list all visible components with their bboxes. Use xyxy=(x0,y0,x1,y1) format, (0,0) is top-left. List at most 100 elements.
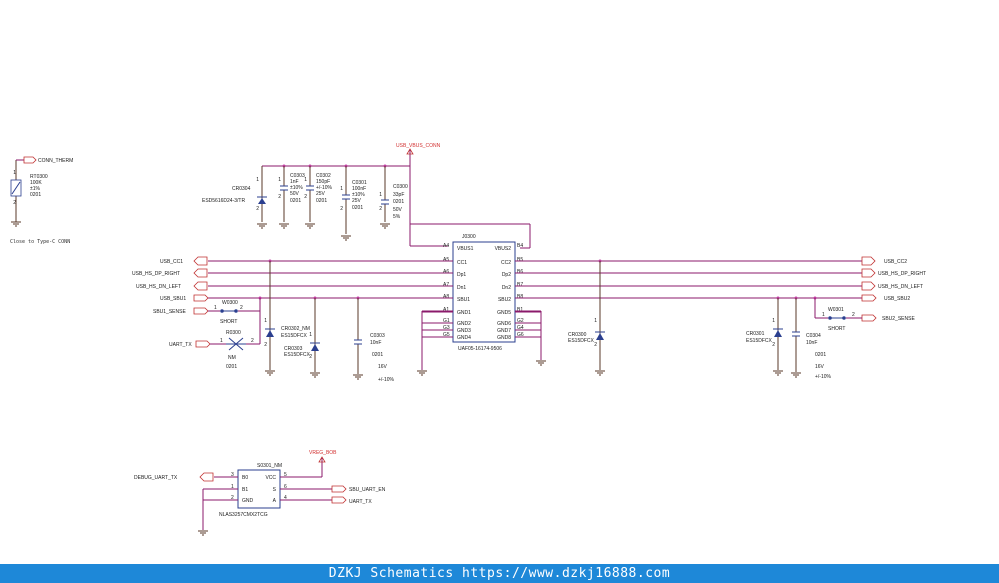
ground-symbol xyxy=(773,370,783,376)
pin-name: GND1 xyxy=(457,310,471,316)
net-flag-usb-hs-dn: USB_HS_DN_LEFT xyxy=(136,281,208,291)
net-label: SBU1_SENSE xyxy=(153,309,186,315)
net-flag-usb-cc1: USB_CC1 xyxy=(160,256,208,266)
cap-pkg: 0201 xyxy=(815,352,826,358)
pin-number: A5 xyxy=(443,257,449,263)
cap-ref: C0303 xyxy=(290,173,305,179)
pin-name: A xyxy=(273,498,277,504)
cap-pkg: 0201 xyxy=(316,198,327,204)
pin-name: GND4 xyxy=(457,335,471,341)
cap-c0302-top: C0302 150pF +/-10% 25V 0201 xyxy=(305,166,333,229)
pin-name: SBU1 xyxy=(457,297,470,303)
pin-number: 2 xyxy=(304,194,307,200)
w0300-ref: W0300 xyxy=(222,300,238,306)
pin-number: 2 xyxy=(264,342,267,348)
ground-symbol xyxy=(265,370,275,376)
cap-ref: C0304 xyxy=(806,333,821,339)
ground-symbol xyxy=(198,530,208,536)
cap-pkg: 0201 xyxy=(352,205,363,211)
pin-number: 3 xyxy=(231,472,234,478)
cap-tol: +/-10% xyxy=(815,374,832,380)
cap-voltage: 50V xyxy=(393,207,403,213)
net-flag-usb-hs-dn-right: USB_HS_DN_LEFT xyxy=(861,281,923,291)
cap-value: 100nF xyxy=(352,186,366,192)
net-label: USB_HS_DP_RIGHT xyxy=(878,271,926,277)
cap-voltage: 25V xyxy=(316,191,326,197)
pin-name: GND2 xyxy=(457,321,471,327)
net-flag-usb-cc2: USB_CC2 xyxy=(861,256,907,266)
ground-symbol xyxy=(791,372,801,378)
conn-therm-label: CONN_THERM xyxy=(38,158,73,164)
cap-tol: +/-10% xyxy=(316,185,333,191)
rt0300-value: 100K xyxy=(30,180,42,186)
cap-value: 33pF xyxy=(393,192,404,198)
net-flag-sbu-uart-en xyxy=(331,485,347,493)
pin-number: 6 xyxy=(284,484,287,490)
pin-number: G1 xyxy=(443,318,450,324)
rt0300-tol: ±1% xyxy=(30,186,41,192)
pin-number: G3 xyxy=(443,325,450,331)
pin-number: 2 xyxy=(379,206,382,212)
cap-ref: C0301 xyxy=(352,180,367,186)
pin-name: S xyxy=(273,487,277,493)
net-label: USB_CC2 xyxy=(884,259,907,265)
cap-value: 10nF xyxy=(806,340,817,346)
j0300-part: UAF05-16174-9506 xyxy=(458,346,502,352)
vbus-net: USB_VBUS_CONN xyxy=(262,143,531,249)
diode-cr0301: CR0301 ES15DFCX xyxy=(746,298,783,376)
pin-number: 2 xyxy=(309,354,312,360)
pin-number: A8 xyxy=(443,294,449,300)
cap-voltage: 50V xyxy=(290,191,300,197)
pin-number: B5 xyxy=(517,257,523,263)
schematic-canvas: CONN_THERM RT0300 100K ±1% 0201 Close to… xyxy=(10,143,926,536)
right-net-flags: USB_CC2 USB_HS_DP_RIGHT USB_HS_DN_LEFT U… xyxy=(861,256,926,322)
ground-symbol xyxy=(305,223,315,229)
pin-name: VBUS2 xyxy=(495,246,512,252)
net-label: USB_SBU2 xyxy=(884,296,910,302)
pin-name: Dp2 xyxy=(502,272,511,278)
pin-number: B6 xyxy=(517,269,523,275)
pin-number: B4 xyxy=(517,243,523,249)
pin-number: A6 xyxy=(443,269,449,275)
pin-name: B1 xyxy=(242,487,248,493)
pin-number: 2 xyxy=(594,342,597,348)
pin-number: G4 xyxy=(517,325,524,331)
net-flag-usb-sbu2: USB_SBU2 xyxy=(861,294,910,302)
pin-number: 2 xyxy=(231,495,234,501)
pin-number: A4 xyxy=(443,243,449,249)
cap-c0303-sbu: C0303 10nF 0201 16V +/-10% xyxy=(353,298,395,383)
pin-number: 2 xyxy=(772,342,775,348)
tvs-diode-icon xyxy=(596,333,604,340)
cap-ref: C0300 xyxy=(393,184,408,190)
cr0302-ref: CR0302_NM xyxy=(281,326,310,332)
j0300-right-pins: B4VBUS2B5CC2B6Dp2B7Dn2B8SBU2B1GND5G2GND6… xyxy=(495,243,541,341)
cap-pkg: 0201 xyxy=(290,198,301,204)
right-net-lines xyxy=(515,259,862,300)
pin-name: GND8 xyxy=(497,335,511,341)
net-label: USB_HS_DP_RIGHT xyxy=(132,271,180,277)
cr0301-ref: CR0301 xyxy=(746,331,765,337)
cap-tol: 5% xyxy=(393,214,401,220)
short-w0301: W0301 SHORT 1 2 xyxy=(814,298,862,332)
thermistor-block: CONN_THERM RT0300 100K ±1% 0201 Close to… xyxy=(10,156,73,245)
cap-tol: ±10% xyxy=(352,192,365,198)
pin-name: GND xyxy=(242,498,254,504)
net-flag-sbu2-sense: SBU2_SENSE xyxy=(861,314,915,322)
ground-symbol xyxy=(417,370,427,376)
cap-pkg: 0201 xyxy=(393,199,404,205)
pin-name: GND5 xyxy=(497,310,511,316)
vreg-label: VREG_BOB xyxy=(309,450,337,456)
ground-symbol xyxy=(310,372,320,378)
pin-number: 1 xyxy=(594,318,597,324)
net-label: UART_TX xyxy=(169,342,192,348)
short-w0300: W0300 SHORT 1 2 xyxy=(208,298,261,325)
net-flag-sbu1-sense: SBU1_SENSE xyxy=(153,307,209,315)
cap-ref: C0303 xyxy=(370,333,385,339)
pin-number: 2 xyxy=(240,305,243,311)
pin-number: 1 xyxy=(772,318,775,324)
pin-number: 1 xyxy=(822,312,825,318)
rt0300-pkg: 0201 xyxy=(30,192,41,198)
